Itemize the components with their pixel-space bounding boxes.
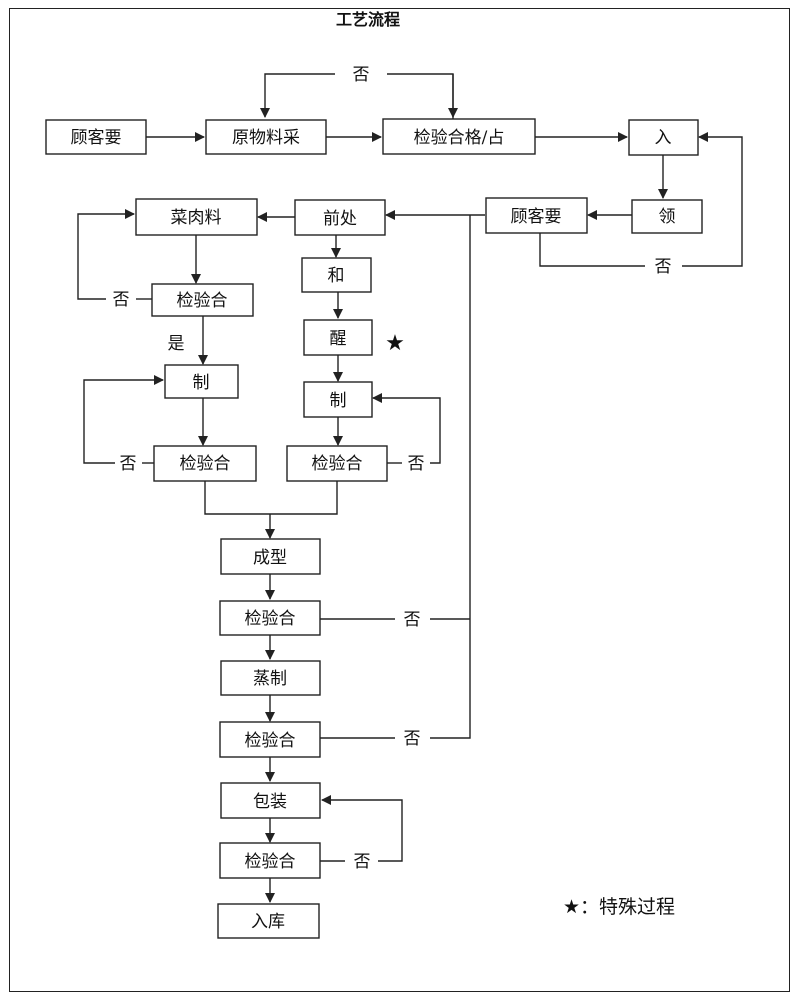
- loop-customer2-right: [682, 132, 743, 267]
- node-customer-req-1: 顾客要: [45, 119, 147, 155]
- svg-text:领: 领: [659, 207, 676, 227]
- svg-text:检验合: 检验合: [245, 852, 296, 872]
- svg-text:前处: 前处: [323, 209, 357, 229]
- label-no-steam: 否: [404, 729, 421, 749]
- svg-text:和: 和: [328, 266, 345, 286]
- svg-text:入库: 入库: [251, 912, 285, 932]
- node-customer-req-2: 顾客要: [485, 197, 588, 234]
- merge-line: [204, 481, 338, 515]
- node-raw-purchase: 原物料采: [205, 119, 327, 155]
- loop-pack-b: [321, 795, 403, 862]
- return-line-vertical: [430, 215, 471, 739]
- svg-text:原物料采: 原物料采: [232, 128, 300, 148]
- svg-text:制: 制: [193, 373, 210, 393]
- legend-special-process: ★：特殊过程: [563, 896, 675, 918]
- svg-text:成型: 成型: [253, 548, 287, 568]
- svg-text:检验合: 检验合: [312, 454, 363, 474]
- svg-text:检验合: 检验合: [245, 609, 296, 629]
- node-inspect-meat: 检验合: [151, 283, 254, 317]
- svg-text:检验合: 检验合: [180, 454, 231, 474]
- svg-text:包装: 包装: [253, 792, 287, 812]
- svg-text:检验合: 检验合: [177, 291, 228, 311]
- node-pre-process: 前处: [294, 199, 386, 236]
- node-inspect-left: 检验合: [153, 445, 257, 482]
- svg-text:菜肉料: 菜肉料: [171, 208, 222, 228]
- svg-text:入: 入: [655, 128, 672, 148]
- label-yes-meat: 是: [168, 334, 185, 354]
- node-make-left: 制: [164, 364, 239, 399]
- node-forming: 成型: [220, 538, 321, 575]
- svg-text:顾客要: 顾客要: [71, 128, 122, 148]
- loop-top-right: [387, 73, 454, 119]
- loop-top-left: [260, 73, 335, 118]
- diagram-frame: [9, 8, 790, 992]
- label-no-left: 否: [120, 454, 137, 474]
- svg-text:检验合格/占: 检验合格/占: [414, 128, 505, 148]
- diagram-title: 工艺流程: [336, 10, 400, 29]
- node-inspect-forming: 检验合: [219, 600, 321, 636]
- node-ferment: 醒: [303, 319, 373, 356]
- node-inspect-pack: 检验合: [219, 842, 321, 879]
- label-no-customer2: 否: [655, 257, 672, 277]
- node-steaming: 蒸制: [220, 660, 321, 696]
- loop-left-b: [83, 375, 164, 464]
- svg-text:醒: 醒: [330, 329, 347, 349]
- node-warehouse: 入库: [217, 903, 320, 939]
- label-no-forming: 否: [404, 610, 421, 630]
- node-meat-veg: 菜肉料: [135, 198, 258, 236]
- node-mix: 和: [301, 257, 372, 293]
- loop-right-b: [372, 393, 441, 464]
- special-process-star-icon: ★: [385, 331, 405, 356]
- label-no-meat: 否: [113, 290, 130, 310]
- node-requisition: 领: [631, 199, 703, 234]
- loop-customer2-bottom: [539, 233, 645, 267]
- label-no-pack: 否: [354, 852, 371, 872]
- svg-text:检验合: 检验合: [245, 731, 296, 751]
- node-inspect-purchase: 检验合格/占: [382, 118, 536, 155]
- node-inspect-steam: 检验合: [219, 721, 321, 758]
- node-make-right: 制: [303, 381, 373, 418]
- svg-text:制: 制: [330, 391, 347, 411]
- svg-text:顾客要: 顾客要: [511, 207, 562, 227]
- label-no-top: 否: [353, 65, 370, 85]
- label-no-right: 否: [408, 454, 425, 474]
- node-packing: 包装: [220, 782, 321, 819]
- svg-text:蒸制: 蒸制: [253, 669, 287, 689]
- loop-meat-b: [77, 209, 135, 300]
- node-inbound: 入: [628, 119, 699, 156]
- node-inspect-right: 检验合: [286, 445, 388, 482]
